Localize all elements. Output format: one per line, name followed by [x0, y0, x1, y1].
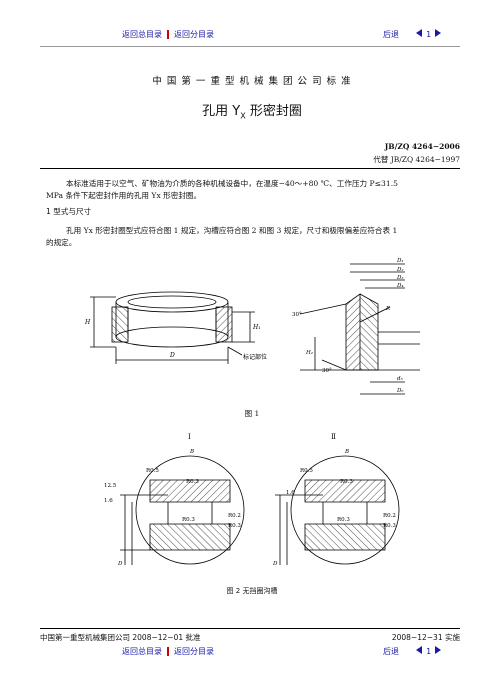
- home-toc-link-bottom[interactable]: 返回总目录: [122, 647, 162, 656]
- dim-H: H: [84, 319, 91, 326]
- std-number: JB/ZQ 4264−2006: [384, 142, 460, 151]
- effective-date: 2008−12−31 实施: [391, 633, 460, 642]
- dim-R: R: [385, 306, 390, 312]
- note-D-a: D: [117, 561, 123, 567]
- nav-separator: [167, 30, 169, 39]
- back-link[interactable]: 后退: [383, 30, 399, 39]
- angle-bottom: 30°: [322, 368, 332, 374]
- next-page-icon-bottom[interactable]: [435, 646, 442, 654]
- back-link-bottom[interactable]: 后退: [383, 647, 399, 656]
- prev-page-icon[interactable]: [416, 29, 423, 37]
- note-16-a: 1.6: [104, 498, 113, 504]
- page-number-bottom: 1: [426, 647, 432, 656]
- detail-II-label: Ⅱ: [331, 432, 337, 441]
- next-page-icon[interactable]: [435, 29, 442, 37]
- detail-I-label: Ⅰ: [188, 432, 191, 441]
- note-R02-a: R0.2: [228, 513, 241, 519]
- note-16-b: 1.6: [286, 490, 295, 496]
- prev-page-icon-bottom[interactable]: [416, 646, 423, 654]
- top-nav-right: 后退 1: [383, 29, 442, 40]
- seal-ring-view: [90, 291, 255, 364]
- footer-rule: [40, 628, 460, 629]
- dim-D: D: [169, 352, 175, 359]
- angle-top: 30°: [292, 312, 302, 318]
- dim-H2: H₂: [305, 350, 313, 356]
- org-name: 中 国 第 一 重 型 机 械 集 团 公 司 标 准: [152, 76, 352, 87]
- note-R05-a: R0.5: [146, 468, 159, 474]
- figure-2-caption: 图 2 无挡圈沟槽: [226, 587, 278, 595]
- top-nav: 返回总目录 返回分目录: [122, 29, 214, 40]
- doc-title: 孔用 YX 形密封圈: [202, 104, 302, 121]
- bottom-nav-right: 后退 1: [383, 646, 442, 657]
- note-R03-d: R0.3: [340, 479, 353, 485]
- section-heading: 1 型式与尺寸: [46, 207, 92, 216]
- page-number: 1: [426, 30, 432, 39]
- section-line2: 的规定。: [46, 238, 77, 247]
- dim-D2: D₂: [396, 267, 404, 273]
- note-R03-c: R0.3: [228, 523, 241, 529]
- note-125-a: 12.5: [104, 483, 117, 489]
- figure-2-drawing: R0.5 R0.3 R0.3 R0.2 R0.3 B 12.5 1.6 D R0…: [104, 449, 400, 567]
- header-rule: [40, 168, 460, 169]
- dim-H1: H₁: [252, 324, 261, 331]
- section-toc-link-bottom[interactable]: 返回分目录: [174, 647, 214, 656]
- section-toc-link[interactable]: 返回分目录: [174, 30, 214, 39]
- note-R03-f: R0.3: [383, 523, 396, 529]
- dim-D3: D₃: [396, 275, 404, 281]
- section-line1: 孔用 Yx 形密封圈型式应符合图 1 规定，沟槽应符合图 2 和图 3 规定，尺…: [66, 226, 398, 235]
- note-R03-e: R0.3: [337, 517, 350, 523]
- note-B-a: B: [189, 449, 194, 455]
- mark-label: 标记部位: [243, 353, 267, 361]
- note-R03-a: R0.3: [186, 479, 199, 485]
- note-D-b: D: [272, 561, 278, 567]
- note-R03-b: R0.3: [182, 517, 195, 523]
- home-toc-link[interactable]: 返回总目录: [122, 30, 162, 39]
- dim-D1: D₁: [396, 258, 404, 264]
- dim-D6: D₆: [396, 388, 404, 394]
- dim-D4: D₄: [396, 283, 404, 289]
- figure-1-drawing: H H₁ D 标记部位 D₁ D₂ D₃ D₄ R 30° 30° H₂ d₅ …: [84, 258, 420, 395]
- dim-d5: d₅: [397, 376, 404, 382]
- bottom-nav: 返回总目录 返回分目录: [122, 646, 214, 657]
- nav-separator-bottom: [167, 647, 169, 656]
- intro-line2: MPa 条件下起密封作用的孔用 Yx 形密封圈。: [46, 191, 202, 200]
- top-rule: [40, 46, 460, 47]
- approval-date: 中国第一重型机械集团公司 2008−12−01 批准: [40, 633, 201, 642]
- figure-1-caption: 图 1: [244, 409, 260, 418]
- intro-line1: 本标准适用于以空气、矿物油为介质的各种机械设备中，在温度−40～+80 ℃、工作…: [66, 179, 398, 188]
- note-B-b: B: [344, 449, 349, 455]
- note-R05-b: R0.5: [300, 468, 313, 474]
- replaces-std: 代替 JB/ZQ 4264−1997: [373, 155, 460, 164]
- note-R02-b: R0.2: [383, 513, 396, 519]
- seal-cross-section: [299, 263, 420, 395]
